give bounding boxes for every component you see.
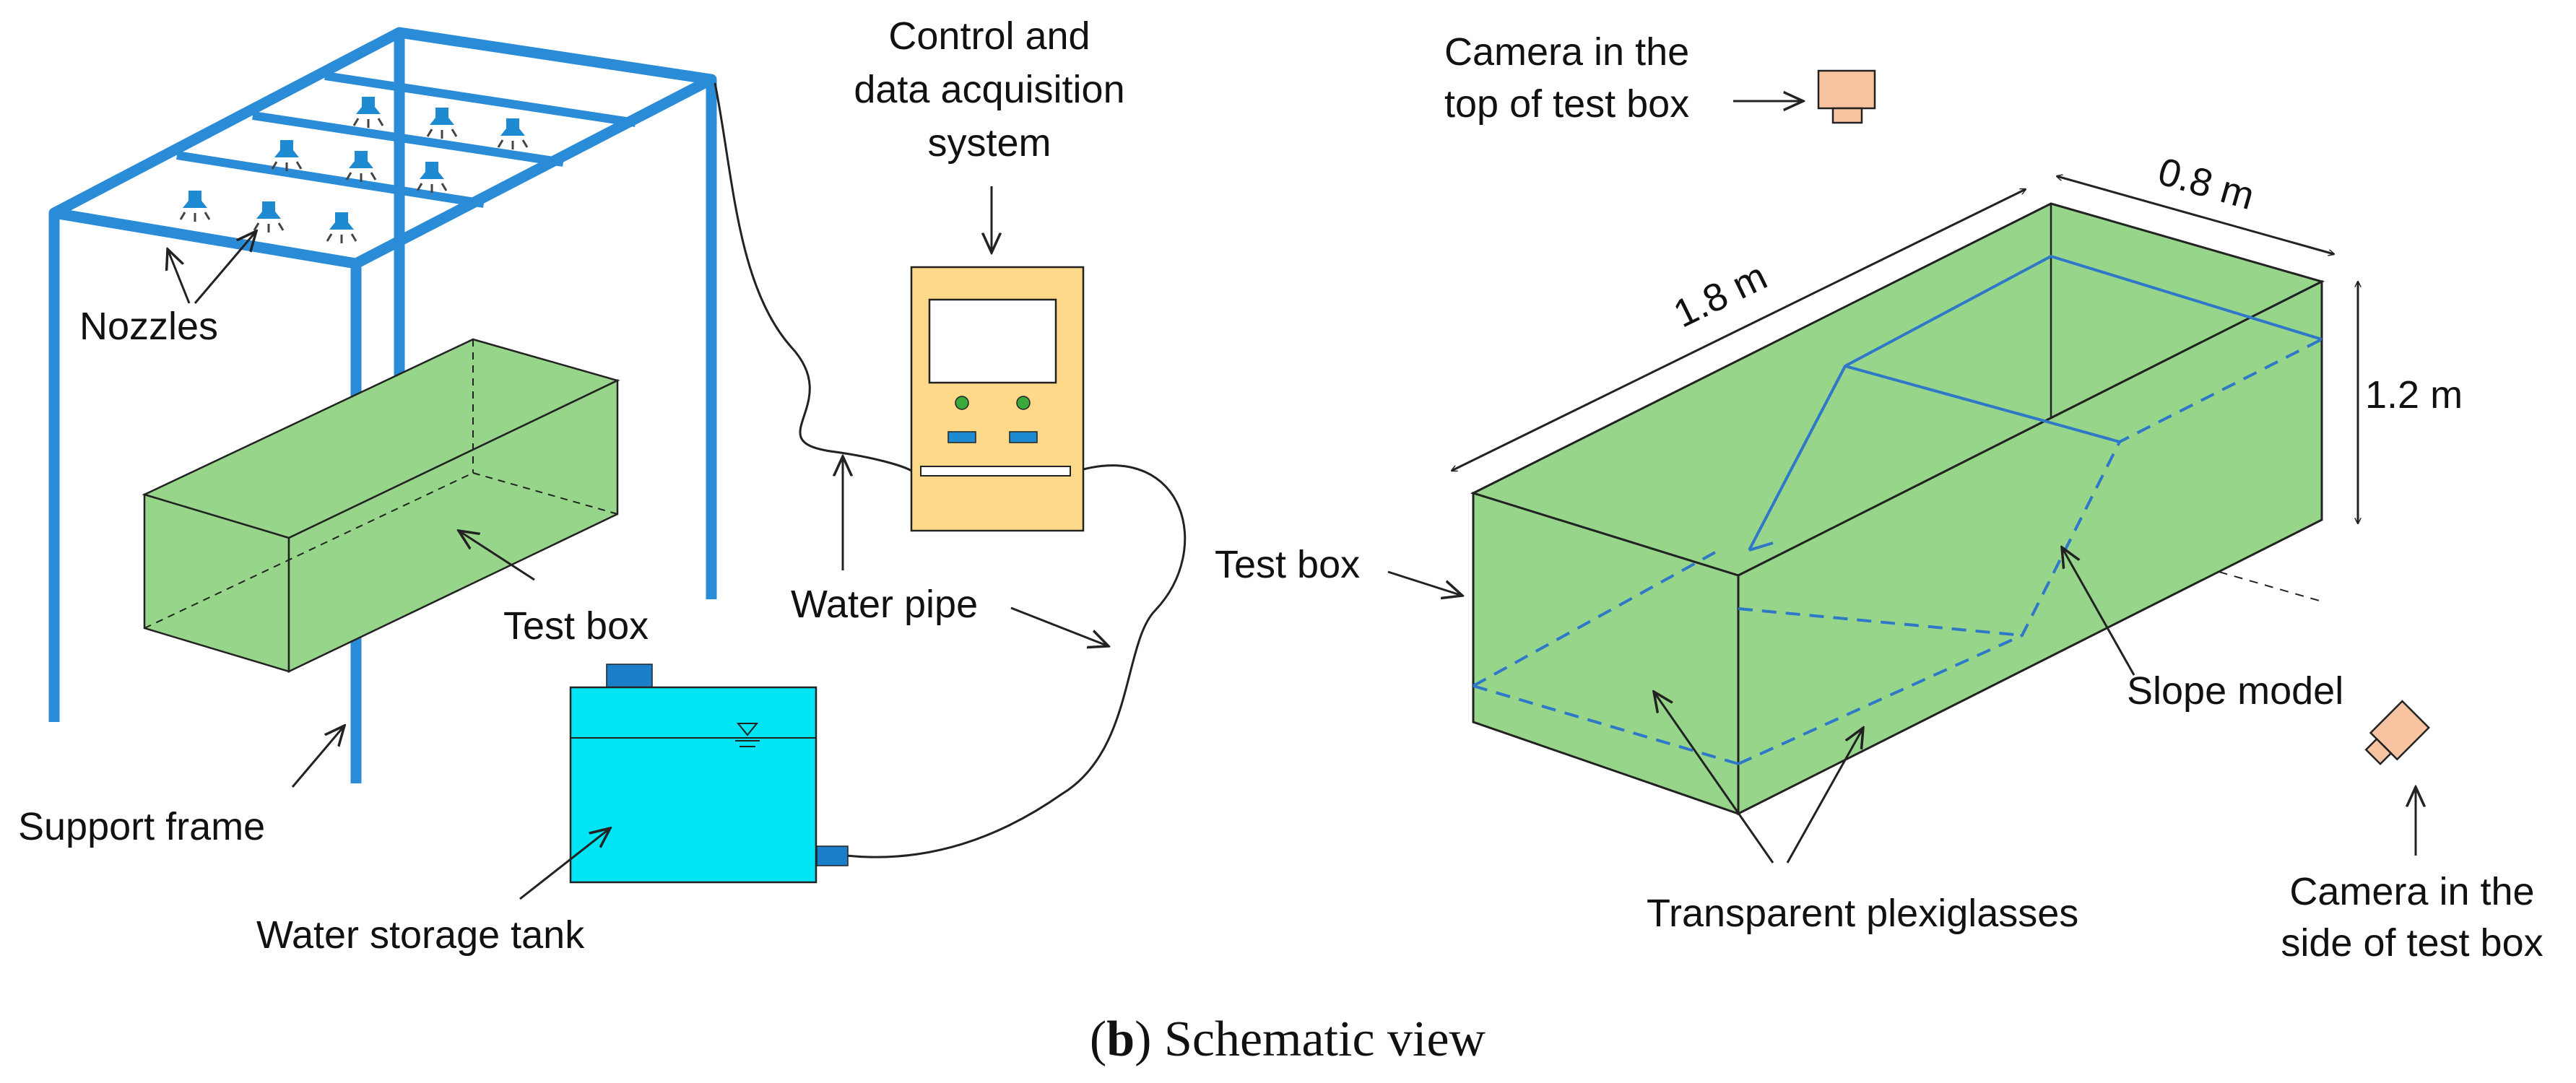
water-pipe (846, 464, 1187, 858)
left-test-box (142, 338, 620, 673)
caption-close-paren: ) (1135, 1012, 1151, 1067)
panel-switch (947, 431, 976, 443)
camera-side-label-line1: Camera in the (2289, 870, 2534, 913)
support-frame-label: Support frame (18, 805, 265, 848)
left-test-box-label: Test box (503, 604, 649, 648)
nozzle-icon (416, 160, 448, 194)
nozzle-icon (497, 117, 529, 151)
nozzle-icon (326, 211, 357, 245)
caption-letter: b (1106, 1012, 1135, 1067)
control-screen (928, 298, 1057, 384)
caption-text: Schematic view (1151, 1012, 1486, 1067)
water-storage-tank-label: Water storage tank (256, 913, 585, 957)
control-system-label-line1: Control and (888, 14, 1090, 58)
water-pipe-label: Water pipe (791, 583, 978, 626)
camera-icon (2364, 700, 2430, 765)
camera-icon (1817, 69, 1876, 124)
panel-switch (1009, 431, 1038, 443)
nozzles-label: Nozzles (79, 305, 218, 348)
indicator-light (1016, 396, 1031, 410)
nozzle-icon (271, 139, 303, 173)
nozzle-icon (179, 189, 211, 223)
length-dimension-label: 1.8 m (1667, 254, 1774, 336)
nozzle-icon (352, 95, 384, 129)
control-system-label-line3: system (927, 121, 1051, 165)
nozzle-icon (426, 106, 458, 140)
indicator-light (955, 396, 969, 410)
water-pipe (714, 82, 912, 472)
panel-slot (920, 466, 1071, 477)
caption-open-paren: ( (1090, 1012, 1106, 1067)
slope-model-label: Slope model (2127, 669, 2343, 713)
water-storage-tank (569, 664, 849, 884)
control-system-label-line2: data acquisition (854, 68, 1124, 111)
control-and-data-acquisition-system (910, 266, 1085, 532)
nozzle-icon (345, 149, 377, 183)
camera-top-label-line1: Camera in the (1444, 30, 1689, 74)
camera-top-label-line2: top of test box (1444, 82, 1689, 126)
length-dimension-arrow (1452, 188, 2026, 472)
water-level-icon (735, 723, 760, 747)
figure-caption: (b) Schematic view (1090, 1012, 1486, 1067)
support-frame (48, 27, 717, 783)
right-test-box-label: Test box (1215, 543, 1360, 586)
camera-side-label-line2: side of test box (2281, 921, 2543, 965)
transparent-plexiglasses-label: Transparent plexiglasses (1647, 892, 2078, 935)
width-dimension-arrow (2057, 176, 2334, 254)
height-dimension-label: 1.2 m (2365, 373, 2463, 417)
nozzle-icon (253, 200, 285, 234)
